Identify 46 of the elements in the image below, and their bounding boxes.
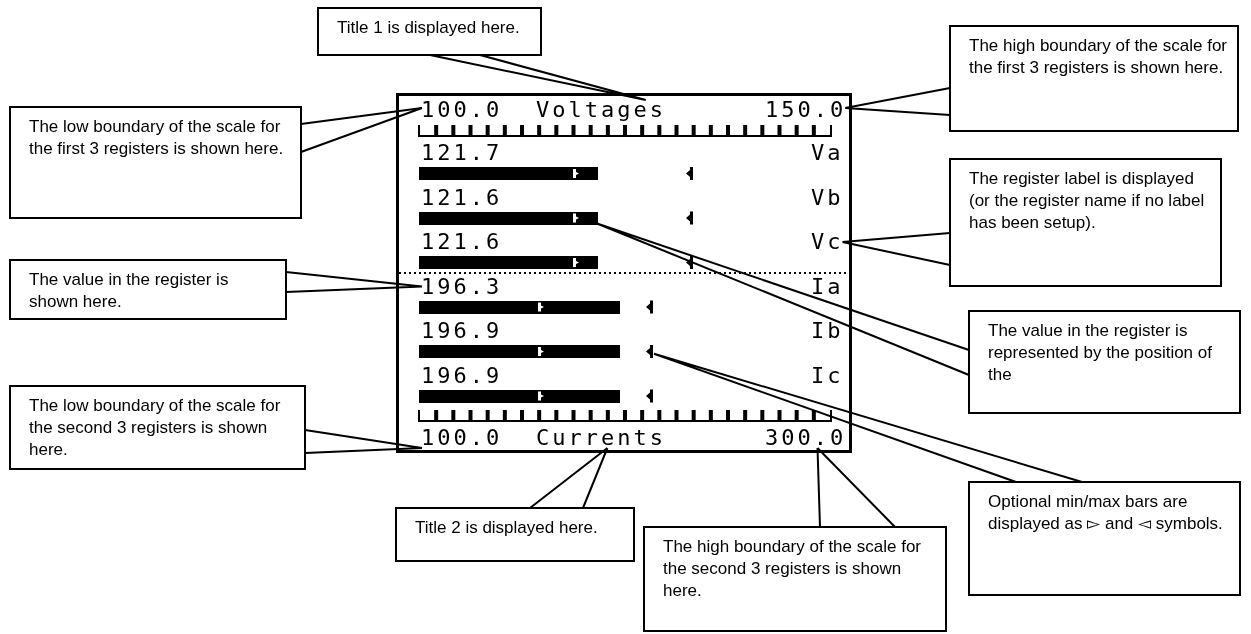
leader-line [841, 232, 951, 266]
bar-graph [419, 256, 598, 269]
display-text: 121.6 [421, 231, 503, 253]
callout-box: The value in the register is shown here. [9, 259, 287, 320]
leader-line [653, 352, 1083, 483]
leader-line [429, 54, 647, 101]
max-marker-icon [646, 345, 655, 358]
bar-graph [419, 167, 598, 180]
display-text: 196.9 [421, 364, 503, 387]
display-text: Voltages [536, 99, 666, 121]
display-text: Ic [811, 364, 844, 387]
display-screen [396, 93, 852, 453]
callout-box: The low boundary of the scale for the second 3 registers is shown here. [9, 385, 306, 470]
display-text: 196.9 [421, 320, 503, 342]
callout-box: The low boundary of the scale for the first 3 registers is shown here. [9, 106, 302, 219]
display-text: 100.0 [421, 427, 503, 449]
display-text: Currents [536, 427, 666, 449]
display-text: 121.6 [421, 186, 503, 209]
bar-graph [419, 345, 620, 358]
display-text: 100.0 [421, 99, 503, 121]
display-text: Vc [811, 231, 844, 253]
leader-line [844, 87, 951, 116]
display-text: 196.3 [421, 275, 503, 298]
bar-graph [419, 211, 598, 225]
callout-box: Title 2 is displayed here. [395, 507, 635, 562]
callout-box: The register label is displayed (or the register name if no label has been setup). [949, 158, 1222, 287]
bar-graph [419, 389, 620, 403]
callout-box: The high boundary of the scale for the second 3 registers is shown here. [643, 526, 947, 632]
display-text: 121.7 [421, 142, 503, 164]
display-text: Vb [811, 186, 844, 209]
leader-line [816, 447, 896, 528]
leader-line [300, 107, 423, 153]
leader-line [285, 271, 423, 293]
display-text: Va [811, 142, 844, 164]
leader-line [596, 222, 970, 376]
display-text: 150.0 [765, 99, 847, 121]
display-text: Ia [811, 275, 844, 298]
callout-box: The value in the register is represented by the position of the [968, 310, 1241, 414]
callout-box: The high boundary of the scale for the first 3 registers is shown here. [949, 25, 1239, 132]
callout-box: Title 1 is displayed here. [317, 7, 542, 56]
leader-line [304, 429, 423, 454]
bar-graph [419, 300, 620, 314]
leader-line [529, 447, 609, 509]
display-text: 300.0 [765, 427, 847, 449]
display-text: Ib [811, 320, 844, 342]
callout-box: Optional min/max bars are displayed as ▻ and ◅ symbols. [968, 481, 1241, 596]
